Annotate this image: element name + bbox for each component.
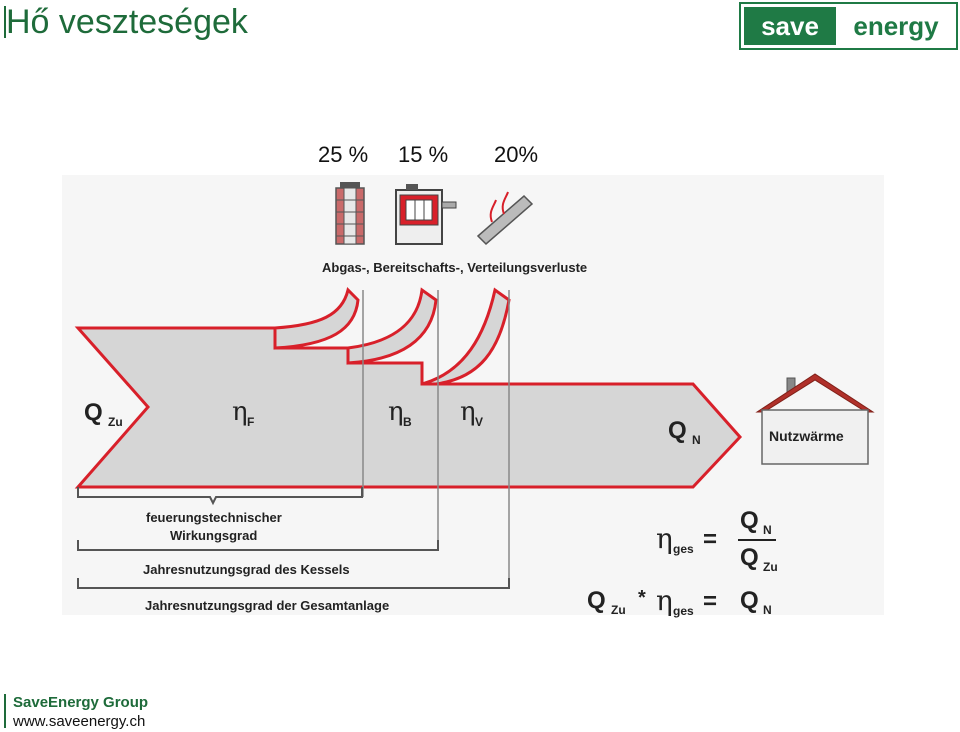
formula2-q-in-subscript: Zu — [611, 603, 626, 617]
bracket-system — [77, 578, 510, 589]
footer-company: SaveEnergy Group — [13, 694, 149, 711]
q-out-subscript: N — [692, 433, 701, 447]
formula-numerator: Q — [740, 507, 759, 534]
bracket-boiler-label: Jahresnutzungsgrad des Kessels — [143, 562, 350, 577]
eta-f-symbol: η — [232, 397, 248, 427]
bracket-combustion — [77, 487, 363, 506]
bracket-combustion-label-1: feuerungstechnischer — [146, 510, 282, 525]
formula2-q-out-subscript: N — [763, 603, 772, 617]
loss-percent-flue: 25 % — [318, 142, 369, 167]
loss-percent-distribution: 20% — [494, 142, 539, 167]
formula2-q-in: Q — [587, 587, 606, 614]
flue-gas-loss-plume — [273, 287, 360, 350]
house-icon — [755, 373, 875, 465]
logo-save-text: save — [744, 7, 836, 45]
eta-b-subscript: B — [403, 415, 412, 429]
eta-v-subscript: V — [475, 415, 483, 429]
standby-loss-plume — [346, 287, 438, 365]
bracket-system-label: Jahresnutzungsgrad der Gesamtanlage — [145, 598, 389, 613]
title-accent-bar — [4, 6, 6, 38]
loss-caption: Abgas-, Bereitschafts-, Verteilungsverlu… — [322, 260, 587, 275]
save-energy-logo: save energy — [739, 2, 958, 50]
formula2-eta-subscript: ges — [673, 604, 694, 618]
bracket-combustion-label-2: Wirkungsgrad — [170, 528, 257, 543]
house-label: Nutzwärme — [769, 428, 844, 444]
q-in-symbol: Q — [84, 399, 103, 426]
formula-eta-subscript: ges — [673, 542, 694, 556]
page-title: Hő veszteségek — [6, 3, 248, 41]
chimney-icon — [335, 182, 365, 245]
eta-f-subscript: F — [247, 415, 254, 429]
formula2-equals: = — [703, 588, 717, 615]
footer-url[interactable]: www.saveenergy.ch — [13, 713, 146, 730]
q-in-subscript: Zu — [108, 415, 123, 429]
formula2-q-out: Q — [740, 587, 759, 614]
formula-eta-symbol: η — [656, 522, 673, 555]
loss-percent-standby: 15 % — [398, 142, 449, 167]
formula-denominator: Q — [740, 544, 759, 571]
formula2-eta-symbol: η — [656, 584, 673, 617]
formula-equals: = — [703, 526, 717, 553]
eta-v-symbol: η — [460, 397, 476, 427]
bracket-boiler — [77, 540, 439, 551]
eta-b-symbol: η — [388, 397, 404, 427]
formula-denominator-subscript: Zu — [763, 560, 778, 574]
boiler-icon — [395, 184, 457, 245]
footer-accent-bar — [4, 694, 6, 728]
formula-numerator-subscript: N — [763, 523, 772, 537]
q-out-symbol: Q — [668, 417, 687, 444]
logo-energy-text: energy — [853, 10, 939, 41]
pipe-icon — [476, 191, 534, 246]
formula2-multiply: * — [638, 587, 646, 609]
